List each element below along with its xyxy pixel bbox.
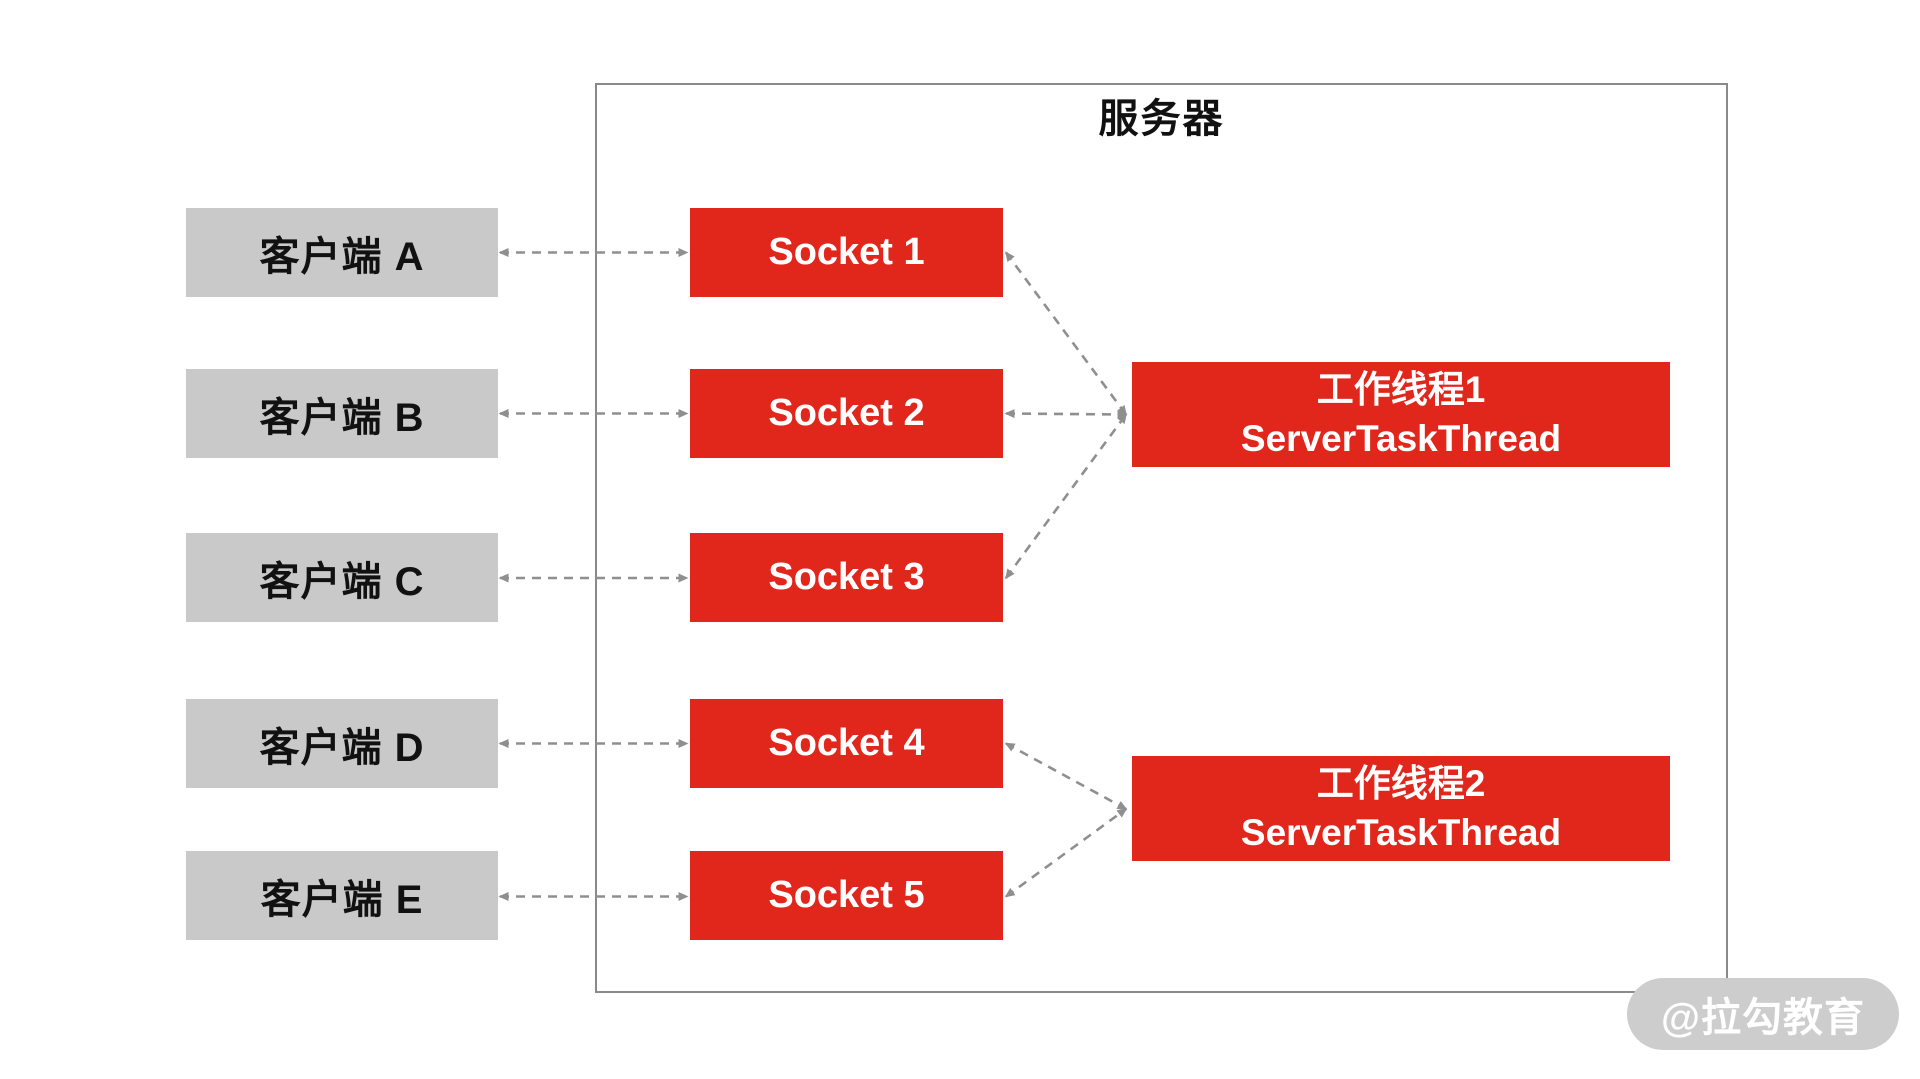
- client-a-label: 客户端 A: [259, 234, 425, 279]
- socket-2-box: Socket 2: [690, 369, 1003, 458]
- worker-thread-2-title: 工作线程2: [1316, 762, 1486, 804]
- worker-thread-2-subtitle: ServerTaskThread: [1240, 811, 1562, 853]
- socket-1-box: Socket 1: [690, 208, 1003, 297]
- worker-thread-1-box: 工作线程1 ServerTaskThread: [1132, 362, 1670, 467]
- client-c-box: 客户端 C: [186, 533, 498, 622]
- server-boundary-box: [595, 83, 1728, 993]
- client-e-label: 客户端 E: [260, 877, 424, 922]
- watermark-badge: @拉勾教育: [1627, 978, 1899, 1050]
- client-c-label: 客户端 C: [259, 559, 425, 604]
- watermark-text: @拉勾教育: [1660, 996, 1865, 1040]
- socket-1-label: Socket 1: [768, 231, 925, 273]
- client-b-box: 客户端 B: [186, 369, 498, 458]
- worker-thread-2-box: 工作线程2 ServerTaskThread: [1132, 756, 1670, 861]
- server-title: 服务器: [1098, 97, 1225, 141]
- socket-5-box: Socket 5: [690, 851, 1003, 940]
- worker-thread-1-subtitle: ServerTaskThread: [1240, 417, 1562, 459]
- client-d-box: 客户端 D: [186, 699, 498, 788]
- worker-thread-1-title: 工作线程1: [1316, 368, 1486, 410]
- socket-3-box: Socket 3: [690, 533, 1003, 622]
- socket-3-label: Socket 3: [768, 556, 925, 598]
- client-a-box: 客户端 A: [186, 208, 498, 297]
- socket-2-label: Socket 2: [768, 392, 925, 434]
- socket-4-label: Socket 4: [768, 722, 925, 764]
- client-b-label: 客户端 B: [259, 395, 425, 440]
- socket-4-box: Socket 4: [690, 699, 1003, 788]
- socket-5-label: Socket 5: [768, 874, 925, 916]
- client-d-label: 客户端 D: [259, 725, 425, 770]
- client-e-box: 客户端 E: [186, 851, 498, 940]
